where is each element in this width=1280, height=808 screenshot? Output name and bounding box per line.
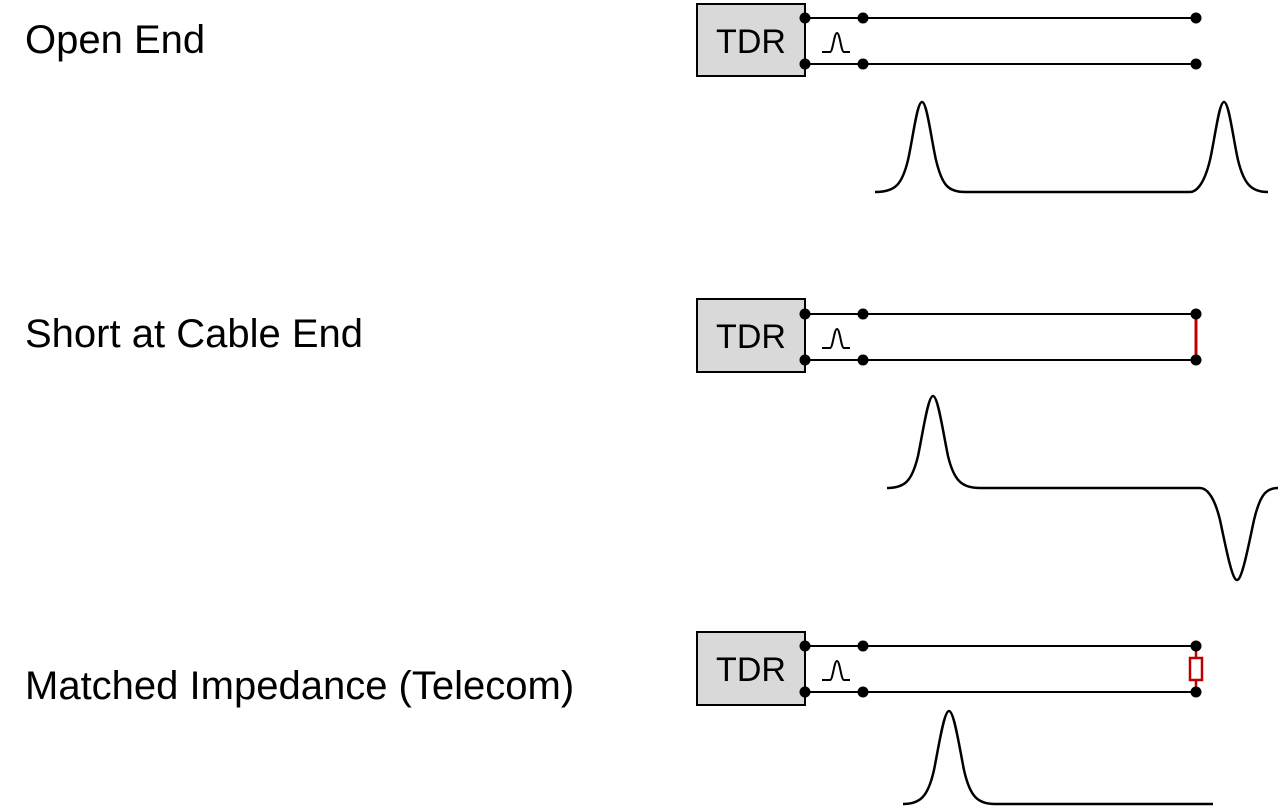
waveform-open-end [874, 100, 1269, 194]
terminal-node [1190, 686, 1202, 698]
terminal-node [1190, 354, 1202, 366]
pulse-symbol-icon [822, 659, 850, 681]
terminal-node [857, 308, 869, 320]
tdr-box [696, 298, 806, 373]
terminal-node [857, 354, 869, 366]
terminal-node [857, 58, 869, 70]
tdr-box-label: TDR [716, 651, 786, 689]
open-end-circuit: TDR [696, 3, 1269, 194]
short-end-circuit: TDR [696, 298, 1279, 582]
terminal-node [1190, 12, 1202, 24]
terminal-node [799, 686, 811, 698]
terminal-node [1190, 640, 1202, 652]
terminal-node [799, 58, 811, 70]
tdr-box [696, 631, 806, 706]
tdr-box-label: TDR [716, 318, 786, 356]
terminal-node [1190, 58, 1202, 70]
scenario-label-short-at-cable-end: Short at Cable End [25, 312, 363, 356]
pulse-symbol-icon [822, 31, 850, 53]
terminal-node [799, 308, 811, 320]
terminal-node [857, 640, 869, 652]
terminal-node [799, 354, 811, 366]
matched-impedance-circuit: TDR [696, 631, 1213, 806]
terminal-node [857, 686, 869, 698]
waveform-short-end [886, 394, 1279, 582]
terminal-node [799, 640, 811, 652]
termination-resistor-icon [1188, 646, 1204, 692]
scenario-label-matched-impedance: Matched Impedance (Telecom) [25, 664, 575, 708]
scenario-label-open-end: Open End [25, 18, 206, 62]
pulse-symbol-icon [822, 327, 850, 349]
terminal-node [857, 12, 869, 24]
terminal-node [1190, 308, 1202, 320]
terminal-node [799, 12, 811, 24]
tdr-box-label: TDR [716, 23, 786, 61]
tdr-box [696, 3, 806, 77]
waveform-matched-impedance [902, 709, 1213, 806]
